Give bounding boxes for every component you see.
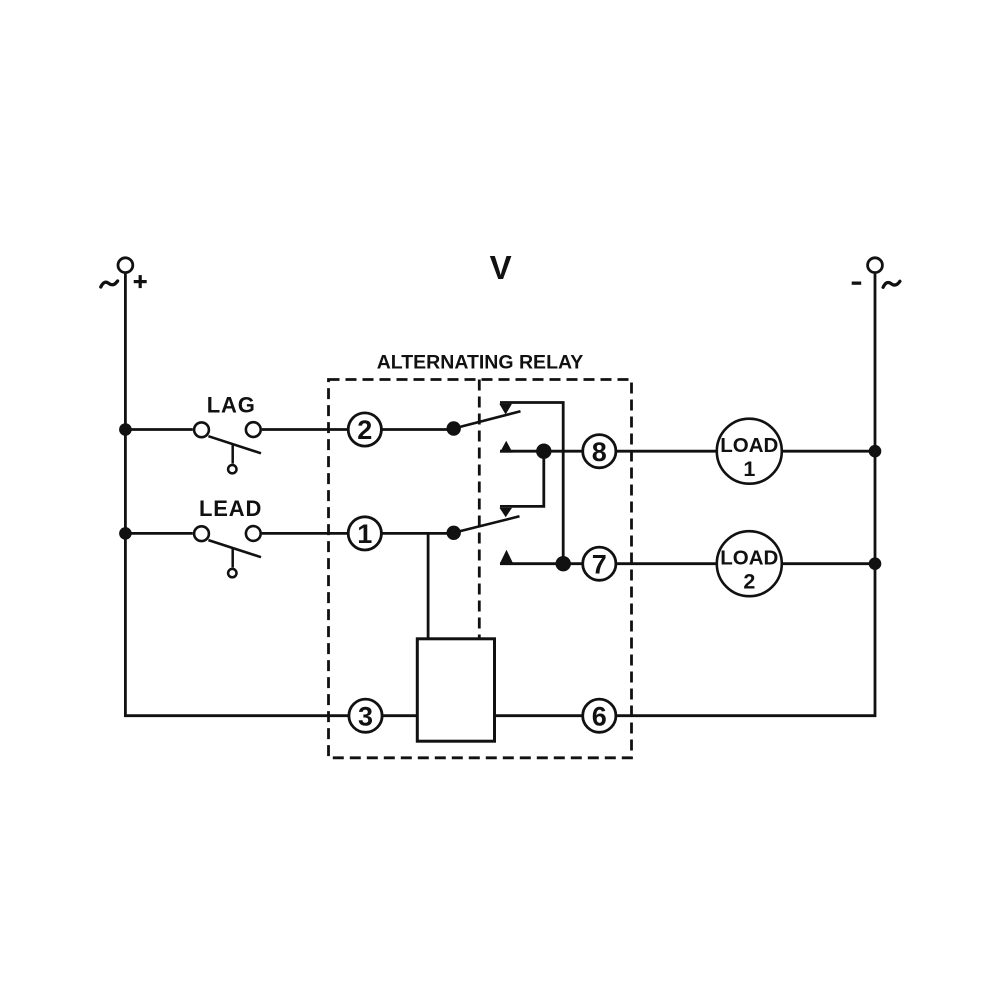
svg-text:LEAD: LEAD: [199, 496, 262, 521]
svg-text:3: 3: [358, 701, 373, 731]
svg-text:1: 1: [743, 457, 755, 481]
svg-text:ALTERNATING RELAY: ALTERNATING RELAY: [377, 352, 584, 374]
svg-text:6: 6: [592, 701, 607, 731]
svg-text:LOAD: LOAD: [720, 434, 778, 457]
svg-text:2: 2: [357, 415, 372, 445]
svg-text:LOAD: LOAD: [720, 546, 778, 569]
svg-text:V: V: [490, 249, 512, 286]
svg-text:LAG: LAG: [207, 392, 256, 417]
svg-text:1: 1: [357, 519, 372, 549]
svg-text:7: 7: [592, 549, 607, 579]
svg-text:2: 2: [743, 569, 755, 593]
svg-text:8: 8: [592, 437, 607, 467]
